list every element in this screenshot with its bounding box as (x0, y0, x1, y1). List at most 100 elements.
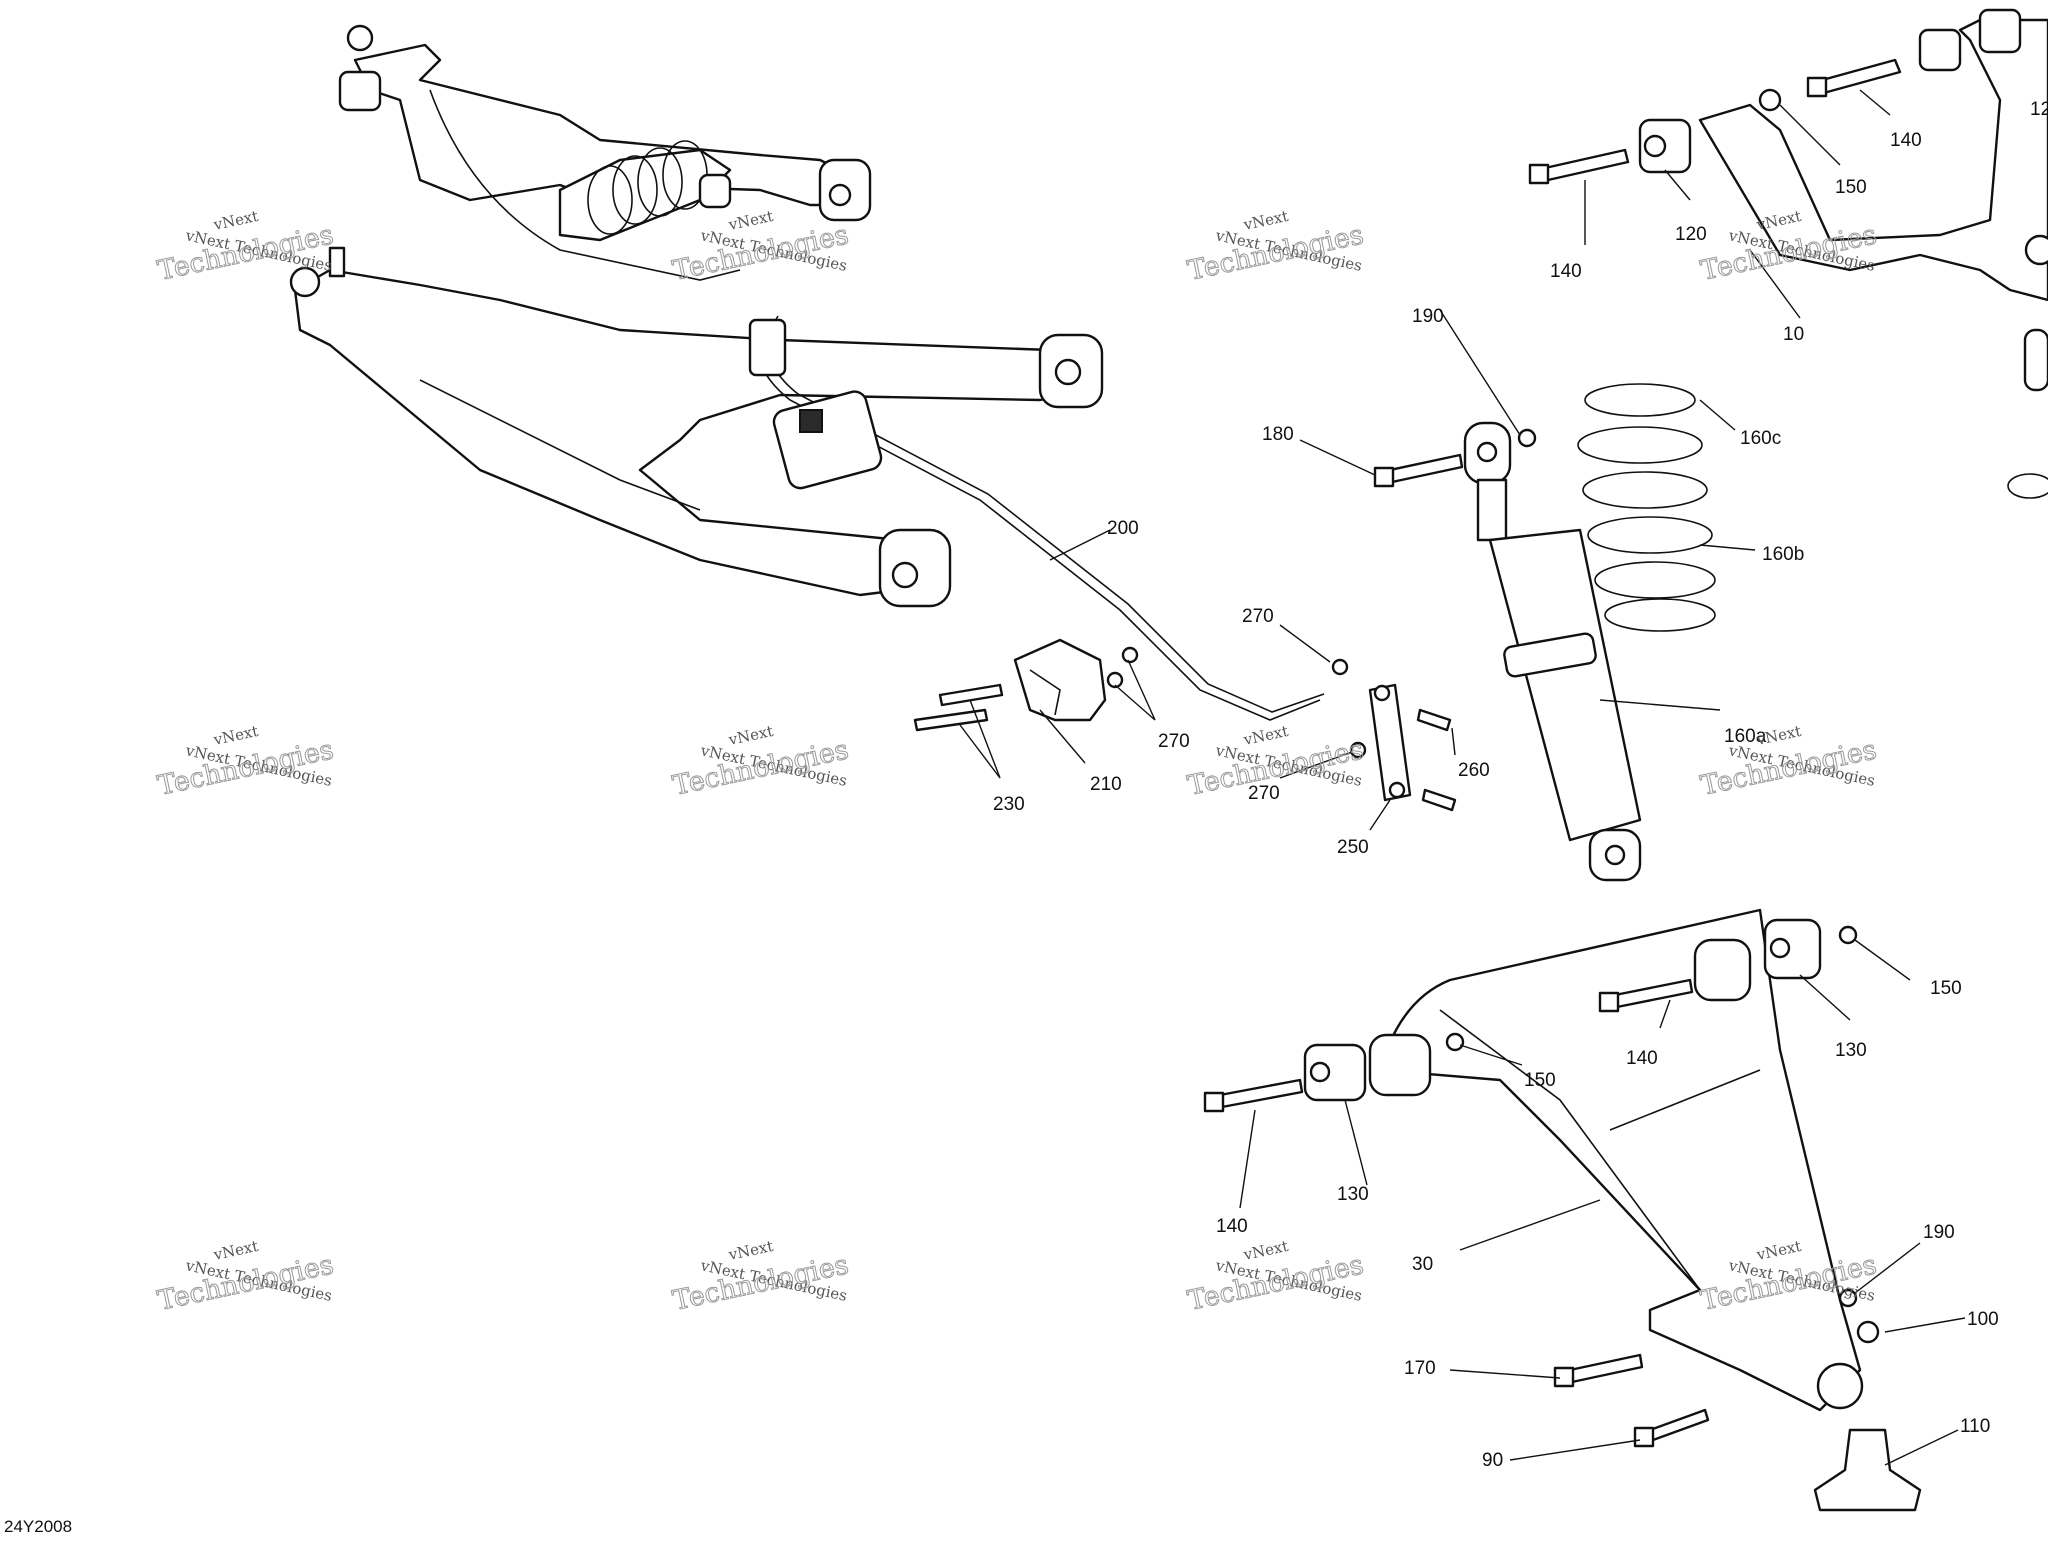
bushing-bolt-b (913, 708, 989, 732)
lower-arm-bushing-front-bore (1054, 358, 1082, 386)
watermark: vNext vNext Technologies Technologies (1185, 1237, 1367, 1317)
rear-nut (1838, 925, 1858, 945)
upper-ball-joint (338, 70, 382, 112)
upper-arm-bushing-bore (1643, 134, 1667, 158)
lower-arm-bushing-rear-bore (891, 561, 919, 589)
callout-250: 250 (1337, 837, 1369, 858)
watermark: vNext vNext Technologies Technologies (155, 207, 337, 287)
assembled-suspension (289, 24, 1325, 721)
callout-190-b: 190 (1923, 1222, 1955, 1243)
lower-a-arm-body (1378, 908, 1862, 1412)
lower-ball-joint (289, 266, 321, 298)
lower-arm-brace (1609, 1069, 1761, 1131)
shock-upper-bolt (1388, 453, 1464, 484)
link-bolt-lower (1421, 788, 1457, 812)
lower-a-arm-assembled (293, 268, 1082, 597)
shock-shaft (1476, 478, 1508, 542)
svg-text:Technologies: Technologies (670, 734, 851, 801)
callout-170: 170 (1404, 1358, 1436, 1379)
svg-text:vNext: vNext (211, 207, 260, 234)
callout-150-b: 150 (1524, 1070, 1556, 1091)
watermark: vNext vNext Technologies Technologies (155, 1237, 337, 1317)
callout-150-a: 150 (1835, 177, 1867, 198)
lower-a-arm-exploded (1203, 908, 1922, 1512)
front-pivot-bolt (1218, 1078, 1304, 1109)
lower-ball-joint-stud (328, 246, 346, 278)
lower-arm-pivot-sleeve-rear (1693, 938, 1752, 1002)
lower-arm-inner-line (419, 379, 701, 511)
upper-a-arm-body (1698, 18, 2048, 302)
bushing-nut-a (1121, 646, 1139, 664)
callout-270-c: 270 (1248, 783, 1280, 804)
ball-joint-bolt (1648, 1408, 1710, 1442)
watermark: vNext vNext Technologies Technologies (670, 207, 852, 287)
upper-arm-bolt-front-head (1528, 163, 1550, 185)
svg-text:Technologies: Technologies (1185, 1249, 1366, 1316)
callout-180: 180 (1262, 424, 1294, 445)
lower-arm-pivot-sleeve-front (1368, 1033, 1432, 1097)
upper-ball-joint-stud (346, 24, 374, 52)
upper-arm-pivot-sleeve-rear (1918, 28, 1962, 72)
upper-arm-bolt-rear-head (1806, 76, 1828, 98)
shock-collar (1503, 632, 1597, 678)
watermark: vNext vNext Technologies Technologies (1185, 207, 1367, 287)
callout-30: 30 (1412, 1254, 1433, 1275)
shock-body (1488, 528, 1642, 842)
svg-text:vNext: vNext (211, 722, 260, 749)
callout-270-b: 270 (1158, 731, 1190, 752)
watermark: vNext vNext Technologies Technologies (155, 722, 337, 802)
sway-bar-bushing-assembled (772, 390, 883, 490)
callout-110: 110 (1960, 1416, 1990, 1437)
callout-190-a: 190 (1412, 306, 1444, 327)
svg-text:vNext: vNext (726, 1237, 775, 1264)
sway-link-top-hole (1373, 684, 1391, 702)
sway-bar-link (1368, 683, 1412, 802)
sway-bar-bushing-detail (799, 409, 823, 433)
lower-arm-bushing-rear-bore (1769, 937, 1791, 959)
callout-160c: 160c (1740, 428, 1781, 449)
lower-arm-bushing-front (1303, 1043, 1367, 1102)
callout-130-a: 130 (1337, 1184, 1369, 1205)
svg-text:vNext: vNext (726, 207, 775, 234)
watermark: vNext vNext Technologies Technologies (670, 1237, 852, 1317)
callout-120-edge: 12 (2030, 99, 2048, 120)
watermark: vNext vNext Technologies Technologies (1698, 207, 1880, 287)
sway-bar-nut-a (1331, 658, 1349, 676)
leader-lines (959, 89, 1966, 1466)
callout-120: 120 (1675, 224, 1707, 245)
upper-a-arm-exploded (1528, 8, 2048, 499)
upper-arm-bushing-rear (1978, 8, 2022, 54)
sway-bar-bushing-exploded (1013, 638, 1107, 722)
rear-pivot-bolt-head (1598, 991, 1620, 1013)
svg-text:Technologies: Technologies (1185, 219, 1366, 286)
callout-130-b: 130 (1835, 1040, 1867, 1061)
link-bolt-upper (1416, 708, 1452, 732)
ball-joint-bolt-head (1633, 1426, 1655, 1448)
svg-text:vNext: vNext (726, 722, 775, 749)
sway-bushing-parts (913, 638, 1139, 732)
bushing-nut-b (1106, 671, 1124, 689)
ball-joint-nut (1856, 1320, 1880, 1344)
callout-140-c: 140 (1216, 1216, 1248, 1237)
upper-arm-bolt-front (1543, 148, 1630, 182)
callout-270-a: 270 (1242, 606, 1274, 627)
callout-100: 100 (1967, 1309, 1999, 1330)
callout-200: 200 (1107, 518, 1139, 539)
lower-arm-bushing-front-bore (1309, 1061, 1331, 1083)
upper-ball-joint-exploded (2023, 328, 2048, 392)
shock-lower-bolt (1568, 1353, 1644, 1384)
lower-arm-bushing-rear (1763, 918, 1822, 980)
watermark: vNext vNext Technologies Technologies (670, 722, 852, 802)
sway-bar-nut-b (1349, 741, 1367, 759)
sway-link-assembled (748, 318, 787, 377)
front-pivot-bolt-head (1203, 1091, 1225, 1113)
upper-arm-nut (1758, 88, 1782, 112)
shock-top-eye (698, 173, 732, 209)
sway-bushing-detail (1029, 669, 1061, 716)
upper-arm-bushing-bore (828, 183, 852, 207)
shock-bottom-eye-bore (1604, 844, 1626, 866)
svg-text:Technologies: Technologies (670, 219, 851, 286)
callout-160a: 160a (1724, 726, 1767, 747)
